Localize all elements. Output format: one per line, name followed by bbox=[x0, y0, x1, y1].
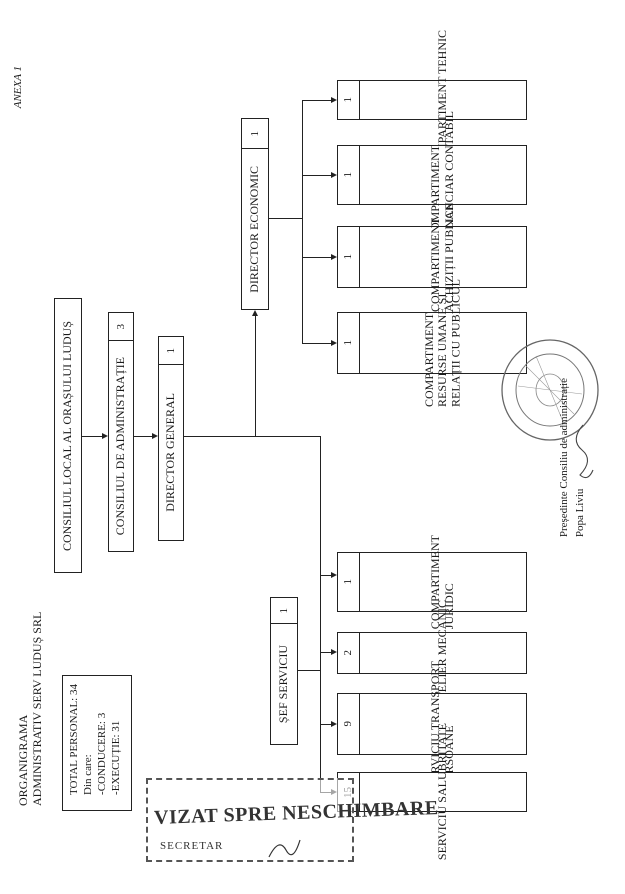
compartiment-resurse-umane-box: 1 COMPARTIMENT RESURSE UMANE ȘI RELAȚII … bbox=[337, 279, 527, 407]
connector-director-trunk bbox=[184, 436, 320, 437]
atelier-mecanic-box: 2 ATELIER MECANIC bbox=[337, 600, 527, 707]
compartiment-financiar-box: 1 COMPARTIMENT FINANCIAR CONTABIL bbox=[337, 111, 527, 239]
connector-to-director-economic bbox=[255, 316, 256, 436]
serviciu-salubritate-label: SERVICIU SALUBRITATE bbox=[435, 723, 450, 861]
connector-to-resurse-umane bbox=[302, 343, 332, 344]
compartiment-resurse-umane-count: 1 bbox=[342, 340, 355, 346]
executie-count: -EXECUȚIE: 31 bbox=[110, 720, 122, 795]
consiliul-administratie-box: 3 CONSILIUL DE ADMINISTRAȚIE bbox=[108, 312, 134, 552]
compartiment-resurse-umane-label: COMPARTIMENT RESURSE UMANE ȘI RELAȚII CU… bbox=[422, 279, 463, 407]
connector-economic-vertical bbox=[302, 100, 303, 343]
serviciu-transport-count: 9 bbox=[342, 721, 355, 727]
connector-to-juridic bbox=[320, 575, 332, 576]
connector-to-transport bbox=[320, 724, 332, 725]
director-general-box: 1 DIRECTOR GENERAL bbox=[158, 336, 184, 541]
connector-local-admin bbox=[82, 436, 104, 437]
arrow-admin-director bbox=[152, 433, 158, 439]
title-line1: ORGANIGRAMA bbox=[16, 714, 30, 806]
serviciu-transport-box: 9 SERVICIU TRANSPORT PERSOANE bbox=[337, 661, 527, 787]
arrow-to-resurse-umane bbox=[331, 340, 337, 346]
compartiment-juridic-box: 1 COMPARTIMENT JURIDIC bbox=[337, 535, 527, 629]
director-economic-label: DIRECTOR ECONOMIC bbox=[247, 165, 262, 293]
sef-serviciu-count: 1 bbox=[277, 607, 290, 614]
secretar-signature bbox=[268, 839, 301, 858]
arrow-to-tehnic bbox=[331, 97, 337, 103]
sef-serviciu-box: 1 ȘEF SERVICIU bbox=[270, 597, 298, 745]
connector-lower-trunk bbox=[320, 436, 321, 792]
consiliul-administratie-count: 3 bbox=[114, 323, 127, 330]
compartiment-financiar-count: 1 bbox=[342, 172, 355, 178]
connector-sef-serviciu bbox=[298, 670, 320, 671]
conducere-count: -CONDUCERE: 3 bbox=[96, 712, 108, 795]
compartiment-resurse-umane-line2: RESURSE UMANE ȘI bbox=[435, 293, 450, 407]
compartiment-juridic-count: 1 bbox=[342, 579, 355, 585]
arrow-to-atelier bbox=[331, 649, 337, 655]
consiliul-local-label: CONSILIUL LOCAL AL ORAȘULUI LUDUȘ bbox=[60, 320, 75, 551]
arrow-local-admin bbox=[102, 433, 108, 439]
personnel-summary: TOTAL PERSONAL: 34 Din care: -CONDUCERE:… bbox=[67, 684, 123, 795]
connector-admin-director bbox=[134, 436, 154, 437]
compartiment-tehnic-count: 1 bbox=[342, 97, 355, 103]
arrow-to-director-economic bbox=[252, 310, 258, 316]
atelier-mecanic-count: 2 bbox=[342, 650, 355, 656]
connector-to-tehnic bbox=[302, 100, 332, 101]
arrow-to-juridic bbox=[331, 572, 337, 578]
annex-label: ANEXA 1 bbox=[12, 66, 24, 109]
connector-economic-bus bbox=[269, 218, 302, 219]
compartiment-tehnic-box: 1 COMPARTIMENT TEHNIC bbox=[337, 30, 527, 170]
connector-to-financiar bbox=[302, 175, 332, 176]
connector-to-atelier bbox=[320, 652, 332, 653]
stamp-vizat-text: VIZAT SPRE NESCHIMBARE bbox=[153, 797, 440, 829]
director-general-label: DIRECTOR GENERAL bbox=[163, 393, 178, 512]
signature-name: Popa Liviu bbox=[574, 488, 586, 538]
title-line2: ADMINISTRATIV SERV LUDUȘ SRL bbox=[29, 611, 44, 806]
total-personnel: TOTAL PERSONAL: 34 bbox=[68, 684, 80, 795]
sef-serviciu-label: ȘEF SERVICIU bbox=[276, 644, 291, 724]
din-care: Din care: bbox=[82, 754, 94, 795]
compartiment-resurse-umane-line3: RELAȚII CU PUBLICUL bbox=[448, 279, 463, 407]
stamp-secretar: SECRETAR bbox=[160, 840, 224, 852]
arrow-to-transport bbox=[331, 721, 337, 727]
director-general-count: 1 bbox=[164, 347, 177, 354]
director-economic-count: 1 bbox=[248, 130, 261, 137]
president-signature bbox=[575, 424, 594, 479]
compartiment-resurse-umane-line1: COMPARTIMENT bbox=[422, 312, 437, 407]
arrow-to-achizitii bbox=[331, 254, 337, 260]
stamp-vizat: VIZAT SPRE NESCHIMBARE SECRETAR bbox=[146, 778, 439, 862]
org-chart-title: ORGANIGRAMA ADMINISTRATIV SERV LUDUȘ SRL bbox=[16, 566, 45, 806]
compartiment-achizitii-count: 1 bbox=[342, 254, 355, 260]
company-seal bbox=[501, 339, 599, 441]
connector-to-achizitii bbox=[302, 257, 332, 258]
consiliul-local-box: CONSILIUL LOCAL AL ORAȘULUI LUDUȘ bbox=[54, 298, 82, 573]
director-economic-box: 1 DIRECTOR ECONOMIC bbox=[241, 118, 269, 310]
compartiment-achizitii-box: 1 COMPARTIMENT ACHIZIȚII PUBLICE bbox=[337, 203, 527, 312]
personnel-summary-box: TOTAL PERSONAL: 34 Din care: -CONDUCERE:… bbox=[62, 675, 132, 811]
arrow-to-financiar bbox=[331, 172, 337, 178]
consiliul-administratie-label: CONSILIUL DE ADMINISTRAȚIE bbox=[113, 356, 128, 536]
